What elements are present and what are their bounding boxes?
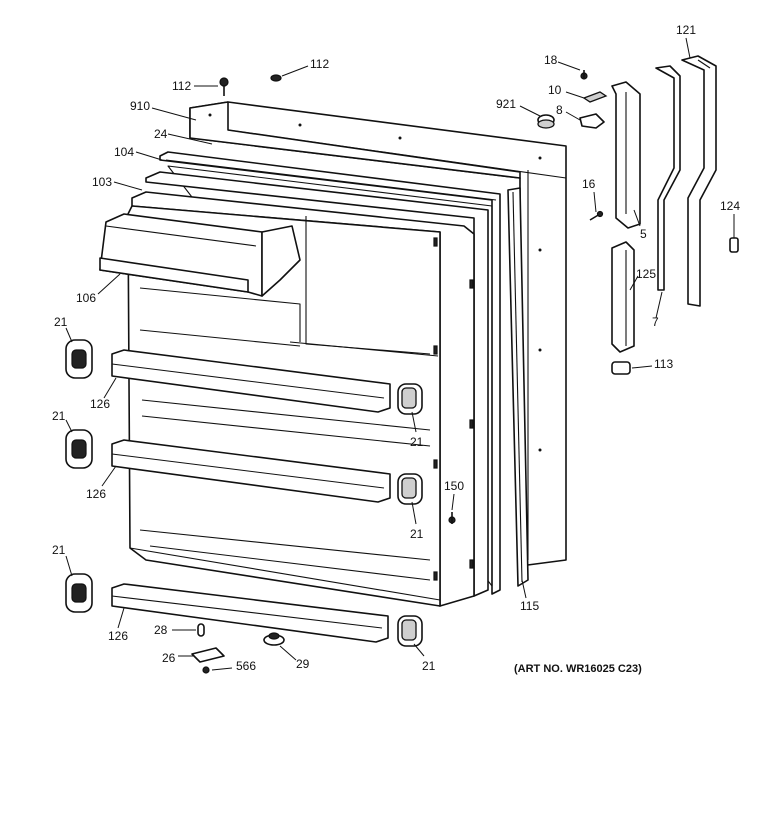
shelf-end-cap-left-1 xyxy=(65,339,93,379)
callout-10: 10 xyxy=(548,83,562,97)
callout-103: 103 xyxy=(92,175,112,189)
callout-28: 28 xyxy=(154,623,168,637)
callout-26: 26 xyxy=(162,651,176,665)
callout-7: 7 xyxy=(652,315,659,329)
door-shelf-bar-3 xyxy=(111,583,389,643)
part-28 xyxy=(197,623,205,637)
shelf-end-cap-right-3 xyxy=(397,615,423,647)
callout-labels: 112 112 910 24 104 103 106 21 126 21 126… xyxy=(52,23,740,675)
callout-29: 29 xyxy=(296,657,310,671)
screw-112-left xyxy=(219,77,229,96)
callout-21-b: 21 xyxy=(52,409,66,423)
clip-124 xyxy=(729,237,739,253)
dairy-door xyxy=(99,213,301,297)
callout-18: 18 xyxy=(544,53,558,67)
callout-112a: 112 xyxy=(172,79,191,93)
plug-29 xyxy=(263,632,285,646)
callout-21-d: 21 xyxy=(422,659,436,673)
callout-21-c: 21 xyxy=(52,543,66,557)
callout-104: 104 xyxy=(114,145,134,159)
callout-5: 5 xyxy=(640,227,647,241)
callout-113: 113 xyxy=(654,357,673,371)
hinge-bracket-5 xyxy=(611,81,641,229)
callout-21-f: 21 xyxy=(410,435,424,449)
callout-24: 24 xyxy=(154,127,168,141)
callout-126-a: 126 xyxy=(90,397,110,411)
door-shelf-bar-2 xyxy=(111,439,391,503)
shelf-end-cap-right-1 xyxy=(397,383,423,415)
art-number: (ART NO. WR16025 C23) xyxy=(514,663,642,675)
screw-16 xyxy=(589,210,604,221)
part-8 xyxy=(579,113,605,129)
callout-16: 16 xyxy=(582,177,596,191)
callout-112b: 112 xyxy=(310,57,329,71)
shelf-end-cap-left-3 xyxy=(65,573,93,613)
inner-door-liner xyxy=(127,171,489,607)
screw-18 xyxy=(580,70,588,80)
callout-910: 910 xyxy=(130,99,150,113)
hinge-bar-121 xyxy=(681,55,717,307)
shelf-end-cap-left-2 xyxy=(65,429,93,469)
callout-566: 566 xyxy=(236,659,256,673)
part-10 xyxy=(582,91,608,103)
hinge-cover-125 xyxy=(611,241,635,353)
door-trim-strip xyxy=(507,187,529,587)
door-shelf-bar-1 xyxy=(111,349,391,413)
callout-21-e: 21 xyxy=(410,527,424,541)
leader-lines xyxy=(65,37,735,671)
callout-106: 106 xyxy=(76,291,96,305)
cap-921 xyxy=(537,114,555,129)
callout-21-a: 21 xyxy=(54,315,68,329)
callout-125: 125 xyxy=(636,267,656,281)
callout-8: 8 xyxy=(556,103,563,117)
callout-115: 115 xyxy=(520,599,539,613)
part-113 xyxy=(611,361,631,375)
shelf-end-cap-right-2 xyxy=(397,473,423,505)
bracket-26 xyxy=(191,647,225,663)
callout-124: 124 xyxy=(720,199,740,213)
screw-150 xyxy=(448,512,456,524)
hinge-bar-7 xyxy=(655,65,681,291)
callout-921: 921 xyxy=(496,97,516,111)
callout-121: 121 xyxy=(676,23,696,37)
callout-150: 150 xyxy=(444,479,464,493)
screw-112-right xyxy=(270,74,282,82)
screw-566 xyxy=(202,666,210,674)
callout-126-b: 126 xyxy=(86,487,106,501)
callout-126-c: 126 xyxy=(108,629,128,643)
